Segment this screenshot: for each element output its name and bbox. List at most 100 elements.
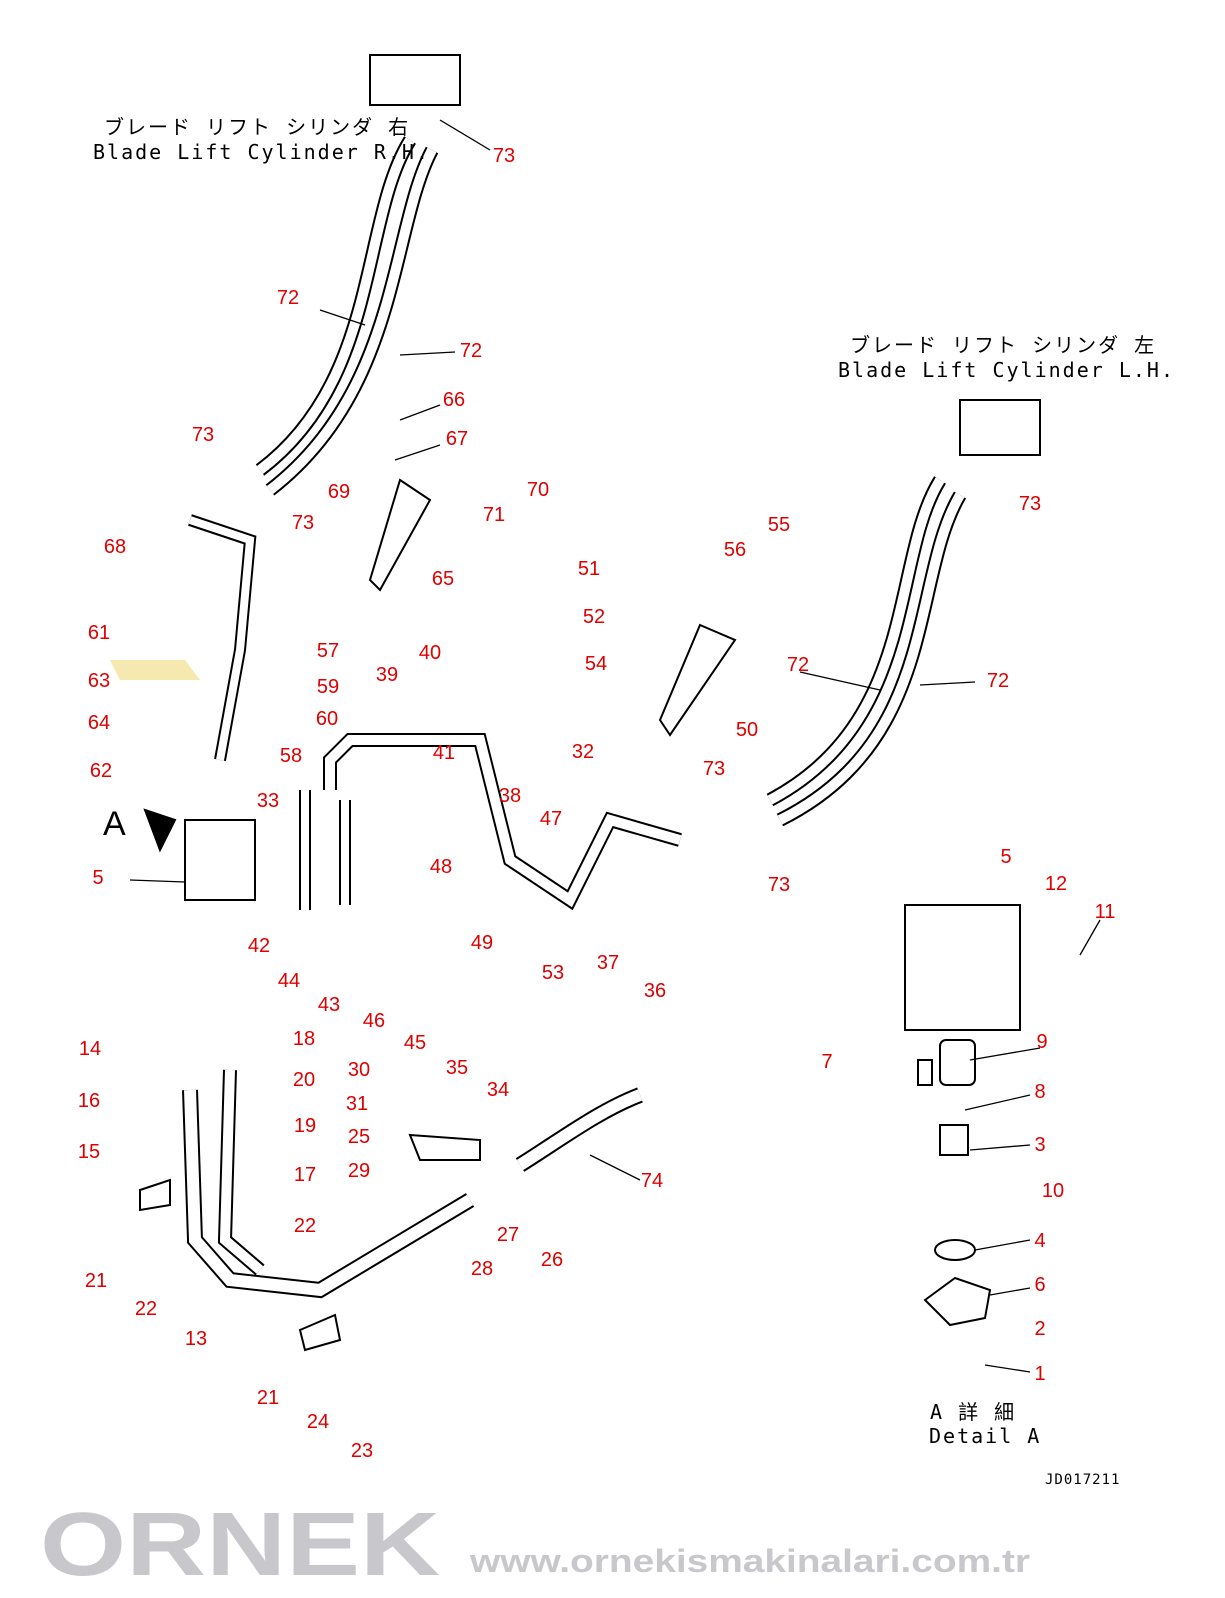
callout-18: 18 [293,1028,315,1050]
callout-41: 41 [433,742,455,764]
rh-title-jp: ブレード リフト シリンダ 右 [104,115,411,139]
callout-31: 31 [346,1093,368,1115]
callout-49: 49 [471,932,493,954]
callout-3: 3 [1034,1134,1045,1156]
callout-61: 61 [88,622,110,644]
leader-line [969,1047,1041,1061]
callout-19: 19 [294,1115,316,1137]
lh-title-jp: ブレード リフト シリンダ 左 [850,333,1157,357]
callout-73: 73 [1019,493,1041,515]
leader-line [964,1094,1031,1111]
callout-72: 72 [787,654,809,676]
leader-line [989,1287,1031,1296]
callout-32: 32 [572,741,594,763]
callout-29: 29 [348,1160,370,1182]
callout-48: 48 [430,856,452,878]
cylinder-lh-head [959,399,1041,456]
callout-38: 38 [499,785,521,807]
callout-54: 54 [585,653,607,675]
leader-line [974,1239,1031,1251]
callout-64: 64 [88,712,110,734]
callout-55: 55 [768,514,790,536]
callout-46: 46 [363,1010,385,1032]
callout-69: 69 [328,481,350,503]
callout-53: 53 [542,962,564,984]
callout-26: 26 [541,1249,563,1271]
callout-73: 73 [768,874,790,896]
hoses [182,136,967,1299]
callout-73: 73 [192,424,214,446]
callout-47: 47 [540,808,562,830]
callout-42: 42 [248,935,270,957]
callout-40: 40 [419,642,441,664]
leader-line [129,879,186,883]
callout-60: 60 [316,708,338,730]
callout-35: 35 [446,1057,468,1079]
watermark-logo: ORNEK [40,1495,440,1595]
callout-27: 27 [497,1224,519,1246]
callout-13: 13 [185,1328,207,1350]
callout-22: 22 [294,1215,316,1237]
callout-72: 72 [987,670,1009,692]
callout-72: 72 [277,287,299,309]
callout-65: 65 [432,568,454,590]
callout-62: 62 [90,760,112,782]
callout-33: 33 [257,790,279,812]
callout-6: 6 [1034,1274,1045,1296]
callout-50: 50 [736,719,758,741]
callout-5: 5 [1000,846,1011,868]
detail-title-en: Detail A [929,1424,1042,1448]
callout-74: 74 [641,1170,663,1192]
callout-72: 72 [460,340,482,362]
watermark-url: www.ornekismakinalari.com.tr [469,1543,1030,1579]
callout-73: 73 [292,512,314,534]
leader-line [919,681,976,686]
callout-39: 39 [376,664,398,686]
leader-line [799,671,881,691]
callout-73: 73 [493,145,515,167]
callout-34: 34 [487,1079,509,1101]
callout-45: 45 [404,1032,426,1054]
callout-59: 59 [317,676,339,698]
callout-70: 70 [527,479,549,501]
callout-22: 22 [135,1298,157,1320]
lh-title-en: Blade Lift Cylinder L.H. [838,358,1175,382]
callout-14: 14 [79,1038,101,1060]
callout-10: 10 [1042,1180,1064,1202]
drawing-code: JD017211 [1045,1472,1121,1488]
leader-line [399,404,441,421]
callout-12: 12 [1045,873,1067,895]
callout-24: 24 [307,1411,329,1433]
callout-25: 25 [348,1126,370,1148]
callout-16: 16 [78,1090,100,1112]
callout-23: 23 [351,1440,373,1462]
callout-2: 2 [1034,1318,1045,1340]
callout-73: 73 [703,758,725,780]
leader-line [394,444,441,461]
detail-valve [904,904,1021,1031]
callout-8: 8 [1034,1081,1045,1103]
callout-30: 30 [348,1059,370,1081]
callout-9: 9 [1036,1031,1047,1053]
callout-20: 20 [293,1069,315,1091]
callout-71: 71 [483,504,505,526]
components [110,54,1041,1352]
callout-7: 7 [821,1051,832,1073]
rh-title-en: Blade Lift Cylinder R.H. [93,140,430,164]
callout-67: 67 [446,428,468,450]
callout-52: 52 [583,606,605,628]
callout-63: 63 [88,670,110,692]
callout-15: 15 [78,1141,100,1163]
detail-title-jp: A 詳 細 [930,1400,1017,1424]
callout-57: 57 [317,640,339,662]
leader-line [984,1364,1031,1373]
callout-1: 1 [1034,1363,1045,1385]
leader-line [399,351,456,356]
callout-51: 51 [578,558,600,580]
callout-44: 44 [278,970,300,992]
callout-66: 66 [443,389,465,411]
leader-line [589,1154,641,1181]
leader-line [969,1144,1031,1151]
